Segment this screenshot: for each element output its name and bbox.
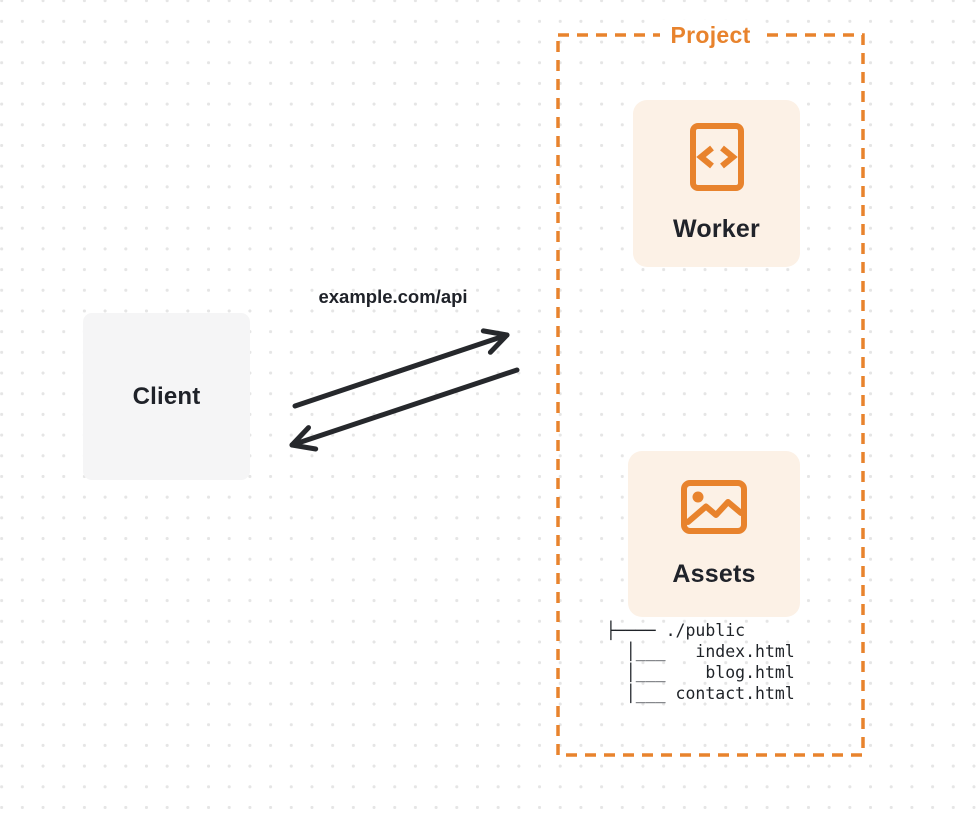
client-node: Client — [83, 313, 250, 480]
worker-label: Worker — [673, 215, 760, 243]
assets-label: Assets — [672, 559, 756, 588]
code-document-icon — [689, 123, 744, 191]
project-group: Project — [558, 20, 863, 50]
request-url-label: example.com/api — [318, 286, 468, 307]
assets-file-tree: ├──── ./public │___ index.html │___ blog… — [606, 621, 795, 703]
project-label: Project — [660, 20, 761, 50]
worker-node: Worker — [633, 100, 800, 267]
client-label: Client — [132, 382, 201, 410]
request-response-arrows — [289, 328, 520, 452]
response-arrow — [289, 367, 520, 452]
assets-node: Assets — [628, 451, 800, 617]
request-arrow — [292, 328, 510, 409]
image-icon — [681, 479, 747, 534]
